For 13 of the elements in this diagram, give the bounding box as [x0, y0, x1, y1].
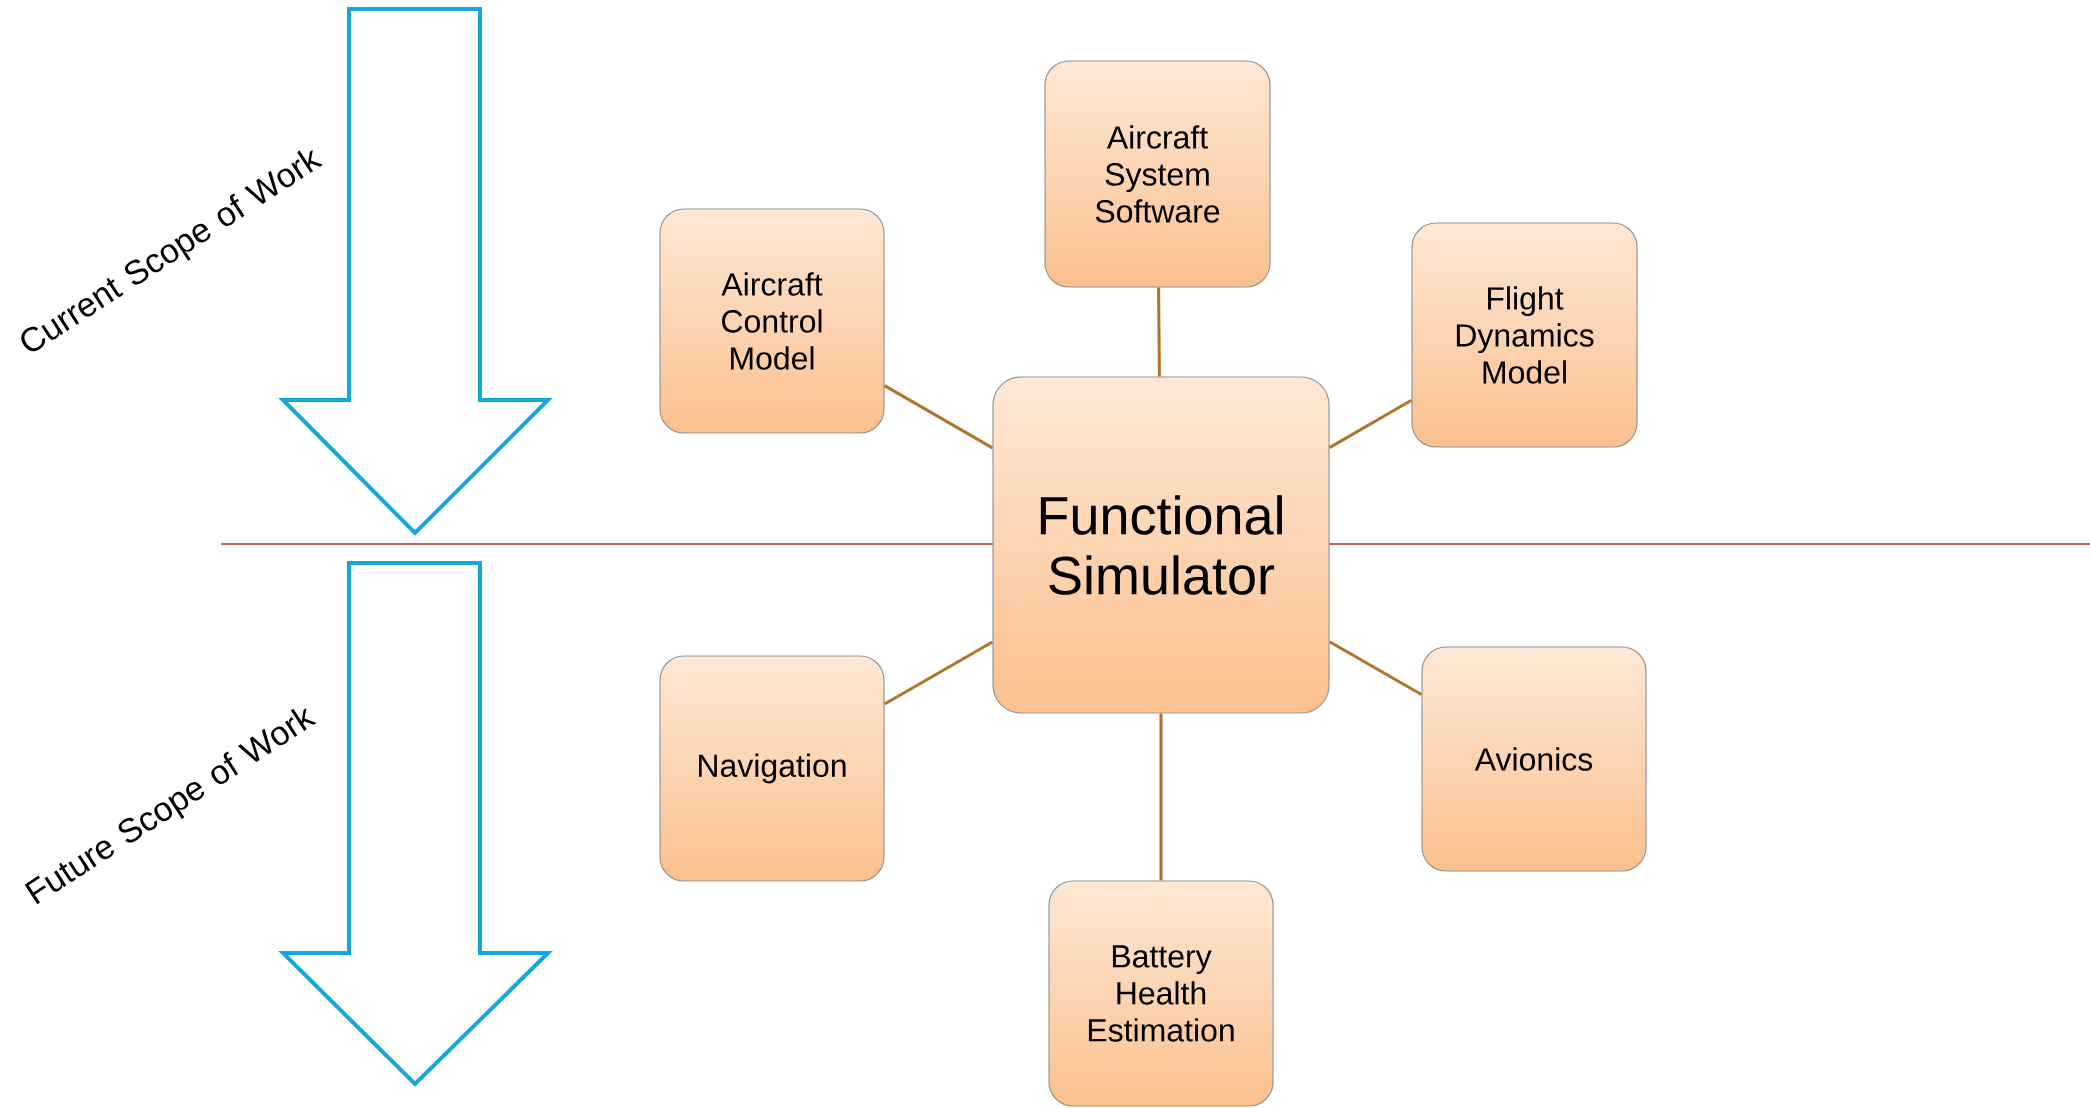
connector-line [1157, 287, 1161, 377]
process-box: Navigation [659, 655, 885, 882]
connector-line [1328, 640, 1423, 696]
connector-line [1159, 713, 1163, 881]
process-box: Functional Simulator [992, 376, 1330, 714]
process-box: Aircraft Control Model [659, 208, 885, 434]
process-box: Aircraft System Software [1044, 60, 1271, 288]
connector-line [883, 640, 994, 706]
connector-line [1328, 398, 1413, 449]
process-box: Avionics [1421, 646, 1647, 872]
process-box: Battery Health Estimation [1048, 880, 1274, 1107]
connector-line [883, 384, 994, 450]
process-box: Flight Dynamics Model [1411, 222, 1638, 448]
